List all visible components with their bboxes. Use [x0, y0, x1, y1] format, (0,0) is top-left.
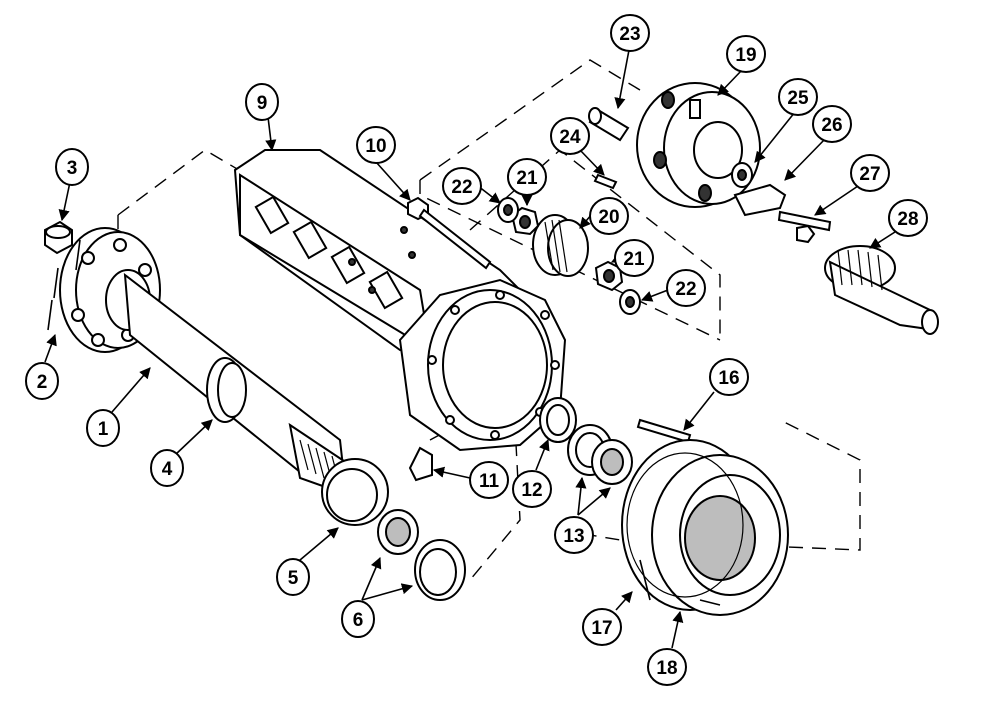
callout-22-upper: 22 [442, 167, 482, 205]
part-20-gear [532, 214, 589, 277]
part-3-nut [44, 220, 73, 255]
callout-23-label: 23 [619, 24, 640, 45]
part-10-bolt [407, 196, 492, 270]
callout-3-label: 3 [67, 158, 78, 179]
callout-11: 11 [469, 461, 509, 499]
part-24-pin [593, 173, 618, 190]
callout-24: 24 [550, 117, 590, 155]
callout-22-upper-label: 22 [451, 177, 472, 198]
callout-28-label: 28 [897, 209, 918, 230]
callout-11-label: 11 [479, 471, 500, 492]
callout-25-label: 25 [787, 88, 809, 109]
callout-19: 19 [726, 35, 766, 73]
part-9-axle-housing [233, 149, 567, 452]
callout-9: 9 [245, 83, 279, 121]
callout-22-lower-label: 22 [675, 279, 696, 300]
part-23-pin [588, 107, 630, 142]
callout-27: 27 [850, 154, 890, 192]
callout-10-label: 10 [365, 136, 386, 157]
part-13-bearing [567, 424, 633, 485]
callout-20-label: 20 [598, 207, 619, 228]
callout-21-upper-label: 21 [516, 168, 538, 189]
part-17-18-ring-gear [621, 439, 789, 616]
callout-4-label: 4 [162, 459, 173, 480]
callout-5: 5 [276, 558, 310, 596]
callout-27-label: 27 [859, 164, 880, 185]
callout-21-lower-label: 21 [623, 249, 645, 270]
callout-21-lower: 21 [614, 239, 654, 277]
part-16-pin [636, 418, 692, 444]
part-27-bolt [777, 210, 832, 244]
part-28-splined-shaft [824, 245, 939, 335]
callout-21-upper: 21 [507, 158, 547, 196]
part-25-washer [731, 162, 753, 188]
part-22-washer-a [497, 197, 519, 223]
callout-22-lower: 22 [666, 269, 706, 307]
callout-26: 26 [812, 105, 852, 143]
callout-23: 23 [610, 14, 650, 52]
callout-4: 4 [150, 449, 184, 487]
part-11-plug [408, 446, 433, 482]
callout-18: 18 [647, 648, 687, 686]
callout-17: 17 [582, 608, 622, 646]
callout-25: 25 [778, 78, 818, 116]
part-5-seal-ring [321, 458, 389, 526]
callout-10: 10 [356, 126, 396, 164]
callout-3: 3 [55, 148, 89, 186]
part-22-washer-b [619, 289, 641, 315]
callout-17-label: 17 [591, 618, 612, 639]
callout-26-label: 26 [821, 115, 842, 136]
part-6-bearing [377, 509, 466, 601]
callout-28: 28 [888, 199, 928, 237]
callout-16: 16 [709, 358, 749, 396]
callout-2-label: 2 [37, 372, 48, 393]
part-21-nut-a [510, 206, 540, 236]
callout-1: 1 [86, 409, 120, 447]
callout-19-label: 19 [735, 45, 756, 66]
part-21-nut-b [594, 260, 624, 292]
callout-2: 2 [25, 362, 59, 400]
callout-18-label: 18 [656, 658, 677, 679]
callout-13-label: 13 [563, 526, 584, 547]
callout-13: 13 [554, 516, 594, 554]
callout-12-label: 12 [521, 480, 542, 501]
callout-16-label: 16 [718, 368, 739, 389]
callout-9-label: 9 [257, 93, 268, 114]
callout-12: 12 [512, 470, 552, 508]
part-4-seal [206, 357, 247, 423]
callout-1-label: 1 [98, 419, 109, 440]
callout-6: 6 [341, 600, 375, 638]
callout-24-label: 24 [559, 127, 581, 148]
part-26-block [733, 183, 787, 217]
part-19-planet-carrier [636, 82, 761, 208]
callout-20: 20 [589, 197, 629, 235]
callout-5-label: 5 [288, 568, 299, 589]
callout-6-label: 6 [353, 610, 364, 631]
part-12-bearing-cup [539, 397, 577, 443]
